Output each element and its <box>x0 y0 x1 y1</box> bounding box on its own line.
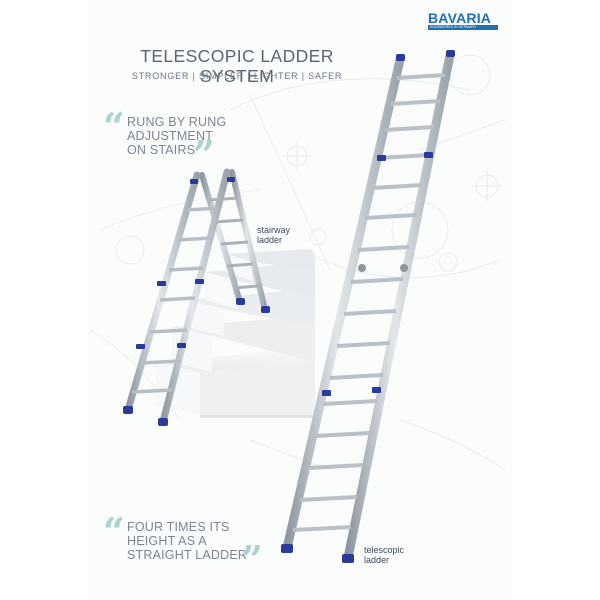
quote-line: RUNG BY RUNG <box>127 115 227 129</box>
label-line: telescopic <box>364 545 405 555</box>
close-quote-icon: ” <box>241 537 263 582</box>
stairway-ladder-label: stairway ladder <box>257 225 290 245</box>
quote-line: STRAIGHT LADDER <box>127 548 248 562</box>
telescopic-ladder <box>281 50 455 563</box>
quote-line: FOUR TIMES ITS <box>127 520 230 534</box>
label-line: ladder <box>364 555 390 565</box>
label-line: ladder <box>257 235 283 245</box>
label-line: stairway <box>257 225 291 235</box>
open-quote-icon: “ <box>103 509 125 554</box>
quote-line: HEIGHT AS A <box>127 534 207 548</box>
close-quote-icon: ” <box>193 132 215 177</box>
logo-tagline: ENGINEERED IN GERMANY <box>430 25 477 29</box>
logo-tag-bar <box>428 25 498 30</box>
stairway-ladder <box>123 168 270 426</box>
quote-line: ON STAIRS <box>127 143 196 157</box>
logo-wordmark: BAVARIA <box>428 10 492 26</box>
feature-quote-stairs: RUNG BY RUNG ADJUSTMENT ON STAIRS <box>127 115 247 157</box>
page-title: TELESCOPIC LADDER SYSTEM <box>140 46 334 86</box>
bavaria-logo: BAVARIA ENGINEERED IN GERMANY <box>428 10 498 30</box>
feature-quote-height: FOUR TIMES ITS HEIGHT AS A STRAIGHT LADD… <box>127 520 257 562</box>
stair-block <box>155 249 315 418</box>
quote-line: ADJUSTMENT <box>127 129 214 143</box>
telescopic-ladder-label: telescopic ladder <box>364 545 404 565</box>
open-quote-icon: “ <box>103 104 125 149</box>
page-subtitle: STRONGER | SIMPLER | LIGHTER | SAFER <box>131 71 343 81</box>
